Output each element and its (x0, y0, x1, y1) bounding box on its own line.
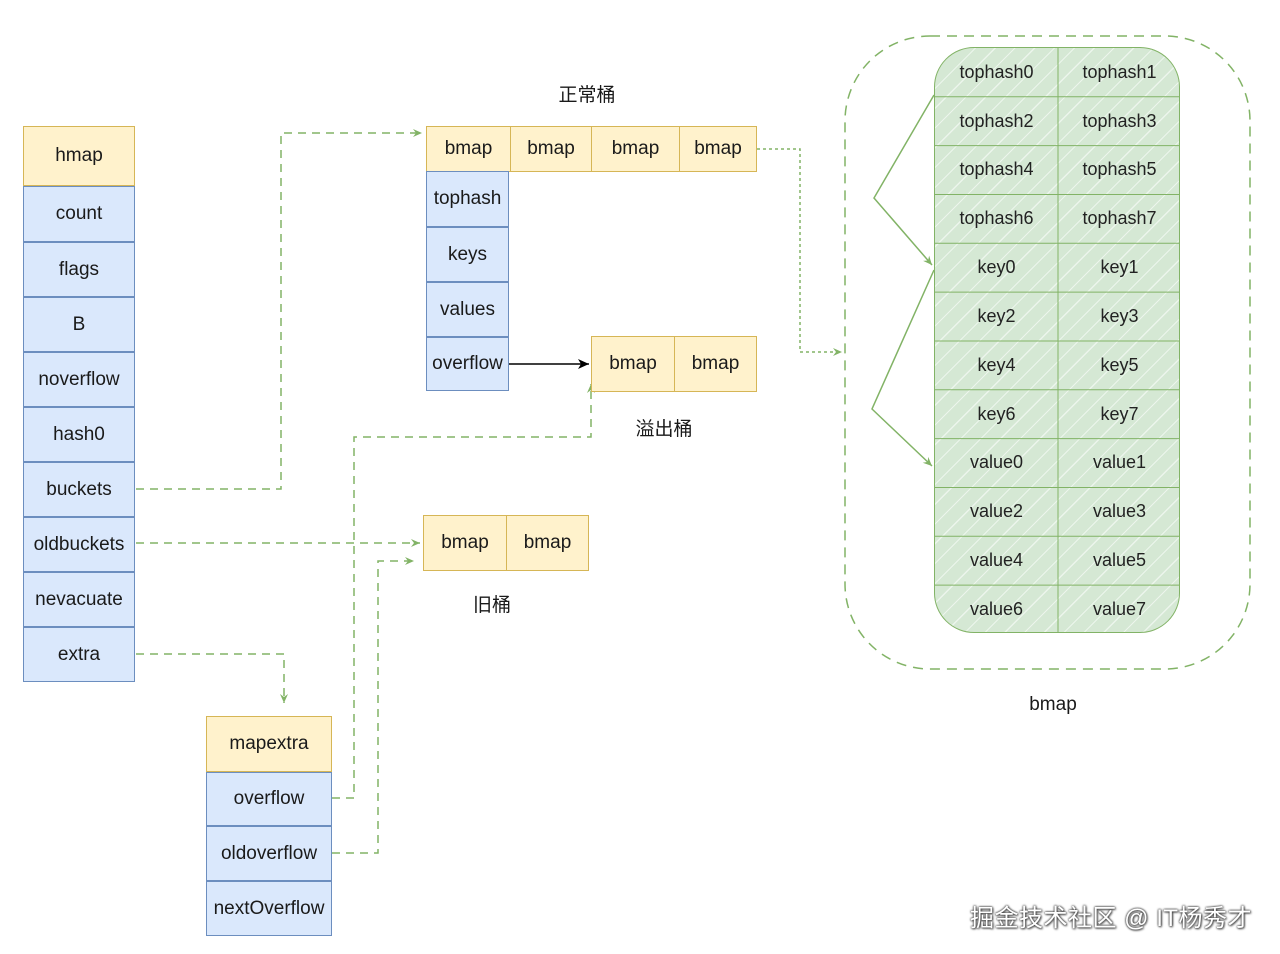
bmap-slot-value5: value5 (1092, 550, 1147, 571)
hmap-field-b: B (23, 297, 135, 352)
bmap-detail-grid (935, 48, 1179, 632)
bmap-slot-tophash5: tophash5 (1082, 159, 1157, 180)
bmap-field-values: values (426, 282, 509, 337)
bmap-slot-tophash6: tophash6 (959, 208, 1034, 229)
old-bucket-bmap: bmap (506, 515, 589, 571)
bmap-slot-key4: key4 (977, 354, 1016, 375)
bmap-slot-tophash4: tophash4 (959, 159, 1034, 180)
bmap-slot-value4: value4 (969, 550, 1024, 571)
hmap-field-extra: extra (23, 627, 135, 682)
hmap-field-flags: flags (23, 242, 135, 297)
buckets-connector (136, 129, 422, 490)
normal-bucket-bmap: bmap (591, 126, 680, 172)
hmap-field-buckets: buckets (23, 462, 135, 517)
hmap-field-hash0: hash0 (23, 407, 135, 462)
tophash-to-key-bracket (873, 94, 935, 266)
bmap-detail-panel: tophash0 tophash1 tophash2 tophash3 toph… (934, 47, 1180, 633)
mapextra-field-overflow: overflow (206, 772, 332, 826)
bmap-slot-value3: value3 (1092, 501, 1147, 522)
mapextra-oldoverflow-connector (332, 557, 414, 854)
bmap-slot-value7: value7 (1092, 598, 1147, 619)
overflow-bucket-bmap: bmap (591, 336, 675, 392)
bmap-slot-key2: key2 (977, 305, 1016, 326)
bmap-detail-connector (757, 148, 842, 356)
bmap-slot-value0: value0 (969, 452, 1024, 473)
bmap-slot-tophash3: tophash3 (1082, 110, 1157, 131)
overflow-bucket-bmap: bmap (674, 336, 757, 392)
hmap-field-noverflow: noverflow (23, 352, 135, 407)
bmap-slot-tophash0: tophash0 (959, 61, 1034, 82)
bmap-slot-value1: value1 (1092, 452, 1147, 473)
hmap-field-count: count (23, 186, 135, 242)
bmap-detail-caption: bmap (1029, 694, 1077, 715)
mapextra-header: mapextra (206, 716, 332, 772)
bmap-slot-tophash1: tophash1 (1082, 61, 1157, 82)
overflow-buckets-caption: 溢出桶 (635, 419, 693, 440)
bmap-slot-key6: key6 (977, 403, 1016, 424)
old-buckets-caption: 旧桶 (472, 595, 512, 616)
hmap-field-oldbuckets: oldbuckets (23, 517, 135, 572)
normal-buckets-caption: 正常桶 (558, 85, 616, 106)
mapextra-overflow-connector (332, 384, 595, 799)
bmap-slot-key5: key5 (1100, 354, 1139, 375)
bmap-slot-key0: key0 (977, 257, 1016, 278)
normal-bucket-bmap: bmap (679, 126, 757, 172)
old-bucket-bmap: bmap (423, 515, 507, 571)
bmap-slot-value2: value2 (969, 501, 1024, 522)
bmap-field-keys: keys (426, 227, 509, 282)
mapextra-field-nextoverflow: nextOverflow (206, 881, 332, 936)
bmap-field-overflow: overflow (426, 337, 509, 391)
bmap-slot-key7: key7 (1100, 403, 1139, 424)
mapextra-field-oldoverflow: oldoverflow (206, 826, 332, 881)
bmap-detail-container (844, 35, 1251, 670)
normal-bucket-bmap: bmap (510, 126, 592, 172)
key-to-value-bracket (871, 269, 935, 467)
extra-connector (136, 653, 288, 703)
hmap-header: hmap (23, 126, 135, 186)
watermark: 掘金技术社区 @ IT杨秀才 (970, 905, 1253, 932)
bmap-slot-key3: key3 (1100, 305, 1139, 326)
hmap-field-nevacuate: nevacuate (23, 572, 135, 627)
bmap-slot-key1: key1 (1100, 257, 1139, 278)
normal-bucket-bmap: bmap (426, 126, 511, 172)
bmap-slot-tophash7: tophash7 (1082, 208, 1157, 229)
bmap-slot-tophash2: tophash2 (959, 110, 1034, 131)
bmap-field-tophash: tophash (426, 171, 509, 227)
bmap-slot-value6: value6 (969, 598, 1024, 619)
